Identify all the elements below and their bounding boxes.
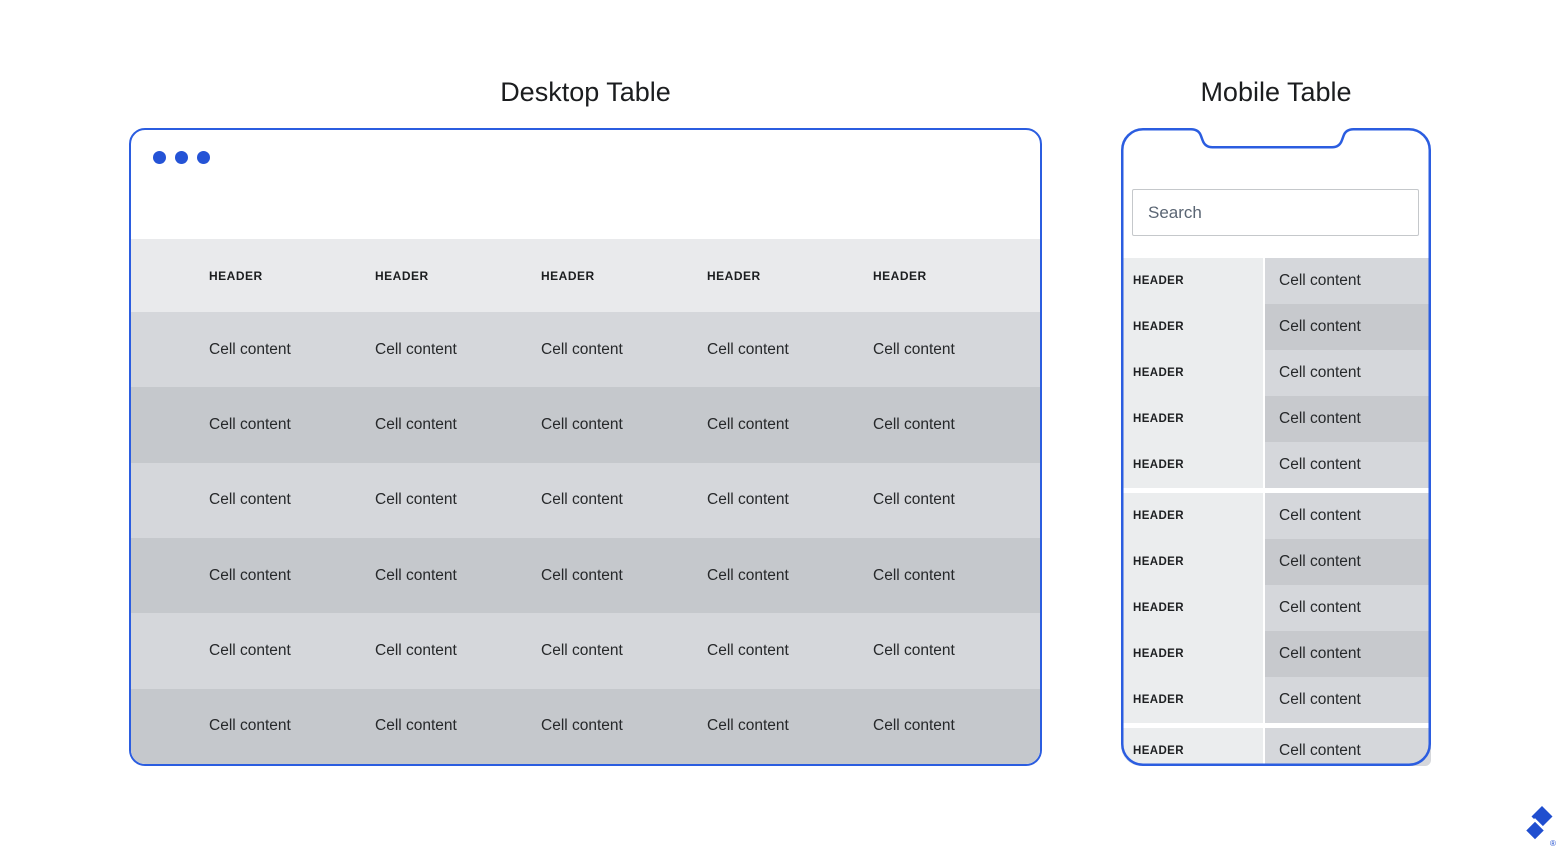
row-header: HEADER <box>1121 493 1265 539</box>
window-control-dot-icon <box>153 151 166 164</box>
table-cell: Cell content <box>1265 585 1431 631</box>
table-cell: Cell content <box>209 491 291 509</box>
column-header: HEADER <box>375 268 429 283</box>
table-cell: Cell content <box>541 491 623 509</box>
table-cell: Cell content <box>707 641 789 659</box>
table-cell: Cell content <box>1265 304 1431 350</box>
table-cell: Cell content <box>873 566 955 584</box>
table-row: HEADER Cell content <box>1121 493 1431 539</box>
table-cell: Cell content <box>707 717 789 735</box>
table-cell: Cell content <box>541 717 623 735</box>
table-cell: Cell content <box>375 491 457 509</box>
row-header: HEADER <box>1121 677 1265 723</box>
row-header: HEADER <box>1121 396 1265 442</box>
row-header: HEADER <box>1121 350 1265 396</box>
table-cell: Cell content <box>873 491 955 509</box>
desktop-table-header-row: HEADER HEADER HEADER HEADER HEADER <box>131 239 1040 312</box>
table-row: HEADER Cell content <box>1121 728 1431 766</box>
table-row: HEADER Cell content <box>1121 442 1431 488</box>
table-cell: Cell content <box>873 415 955 433</box>
table-cell: Cell content <box>873 340 955 358</box>
mobile-table: HEADER Cell content HEADER Cell content … <box>1121 258 1431 766</box>
table-cell: Cell content <box>1265 396 1431 442</box>
mobile-table-group: HEADER Cell content <box>1121 728 1431 766</box>
table-cell: Cell content <box>209 340 291 358</box>
table-row: HEADER Cell content <box>1121 304 1431 350</box>
mobile-table-title: Mobile Table <box>1200 77 1352 107</box>
row-header: HEADER <box>1121 539 1265 585</box>
table-cell: Cell content <box>209 717 291 735</box>
table-cell: Cell content <box>209 415 291 433</box>
table-cell: Cell content <box>541 415 623 433</box>
table-row: Cell content Cell content Cell content C… <box>131 613 1040 689</box>
table-cell: Cell content <box>1265 539 1431 585</box>
table-cell: Cell content <box>1265 493 1431 539</box>
table-row: HEADER Cell content <box>1121 539 1431 585</box>
table-cell: Cell content <box>375 415 457 433</box>
row-header: HEADER <box>1121 585 1265 631</box>
table-cell: Cell content <box>541 566 623 584</box>
registered-mark: ® <box>1550 839 1556 848</box>
table-row: Cell content Cell content Cell content C… <box>131 462 1040 538</box>
row-header: HEADER <box>1121 258 1265 304</box>
row-header: HEADER <box>1121 631 1265 677</box>
mobile-search-input[interactable] <box>1132 189 1419 236</box>
table-cell: Cell content <box>1265 728 1431 766</box>
table-row: Cell content Cell content Cell content C… <box>131 537 1040 614</box>
table-row: Cell content Cell content Cell content C… <box>131 312 1040 388</box>
toptal-logo-icon: ® <box>1524 806 1556 848</box>
column-header: HEADER <box>209 268 263 283</box>
window-control-dot-icon <box>175 151 188 164</box>
table-cell: Cell content <box>209 566 291 584</box>
row-header: HEADER <box>1121 304 1265 350</box>
table-row: HEADER Cell content <box>1121 677 1431 723</box>
table-row: HEADER Cell content <box>1121 258 1431 304</box>
desktop-browser-window: HEADER HEADER HEADER HEADER HEADER Cell … <box>129 128 1042 766</box>
mobile-table-group: HEADER Cell content HEADER Cell content … <box>1121 493 1431 723</box>
row-header: HEADER <box>1121 728 1265 766</box>
table-cell: Cell content <box>707 340 789 358</box>
row-header: HEADER <box>1121 442 1265 488</box>
table-cell: Cell content <box>1265 258 1431 304</box>
table-row: HEADER Cell content <box>1121 396 1431 442</box>
table-cell: Cell content <box>707 415 789 433</box>
table-row: HEADER Cell content <box>1121 585 1431 631</box>
table-cell: Cell content <box>707 566 789 584</box>
table-cell: Cell content <box>375 566 457 584</box>
phone-screen: HEADER Cell content HEADER Cell content … <box>1121 128 1431 766</box>
table-cell: Cell content <box>375 340 457 358</box>
table-cell: Cell content <box>541 340 623 358</box>
table-cell: Cell content <box>1265 442 1431 488</box>
table-cell: Cell content <box>873 717 955 735</box>
table-cell: Cell content <box>707 491 789 509</box>
table-cell: Cell content <box>1265 677 1431 723</box>
window-control-dot-icon <box>197 151 210 164</box>
table-cell: Cell content <box>375 717 457 735</box>
table-cell: Cell content <box>873 641 955 659</box>
table-row: HEADER Cell content <box>1121 631 1431 677</box>
phone-frame: HEADER Cell content HEADER Cell content … <box>1121 128 1431 766</box>
table-row: Cell content Cell content Cell content C… <box>131 387 1040 463</box>
table-cell: Cell content <box>209 641 291 659</box>
desktop-table-title: Desktop Table <box>500 77 671 107</box>
column-header: HEADER <box>541 268 595 283</box>
table-cell: Cell content <box>1265 631 1431 677</box>
column-header: HEADER <box>707 268 761 283</box>
table-cell: Cell content <box>541 641 623 659</box>
browser-titlebar <box>131 130 1040 239</box>
table-cell: Cell content <box>375 641 457 659</box>
mobile-table-group: HEADER Cell content HEADER Cell content … <box>1121 258 1431 488</box>
table-row: HEADER Cell content <box>1121 350 1431 396</box>
table-cell: Cell content <box>1265 350 1431 396</box>
column-header: HEADER <box>873 268 927 283</box>
table-row: Cell content Cell content Cell content C… <box>131 688 1040 764</box>
